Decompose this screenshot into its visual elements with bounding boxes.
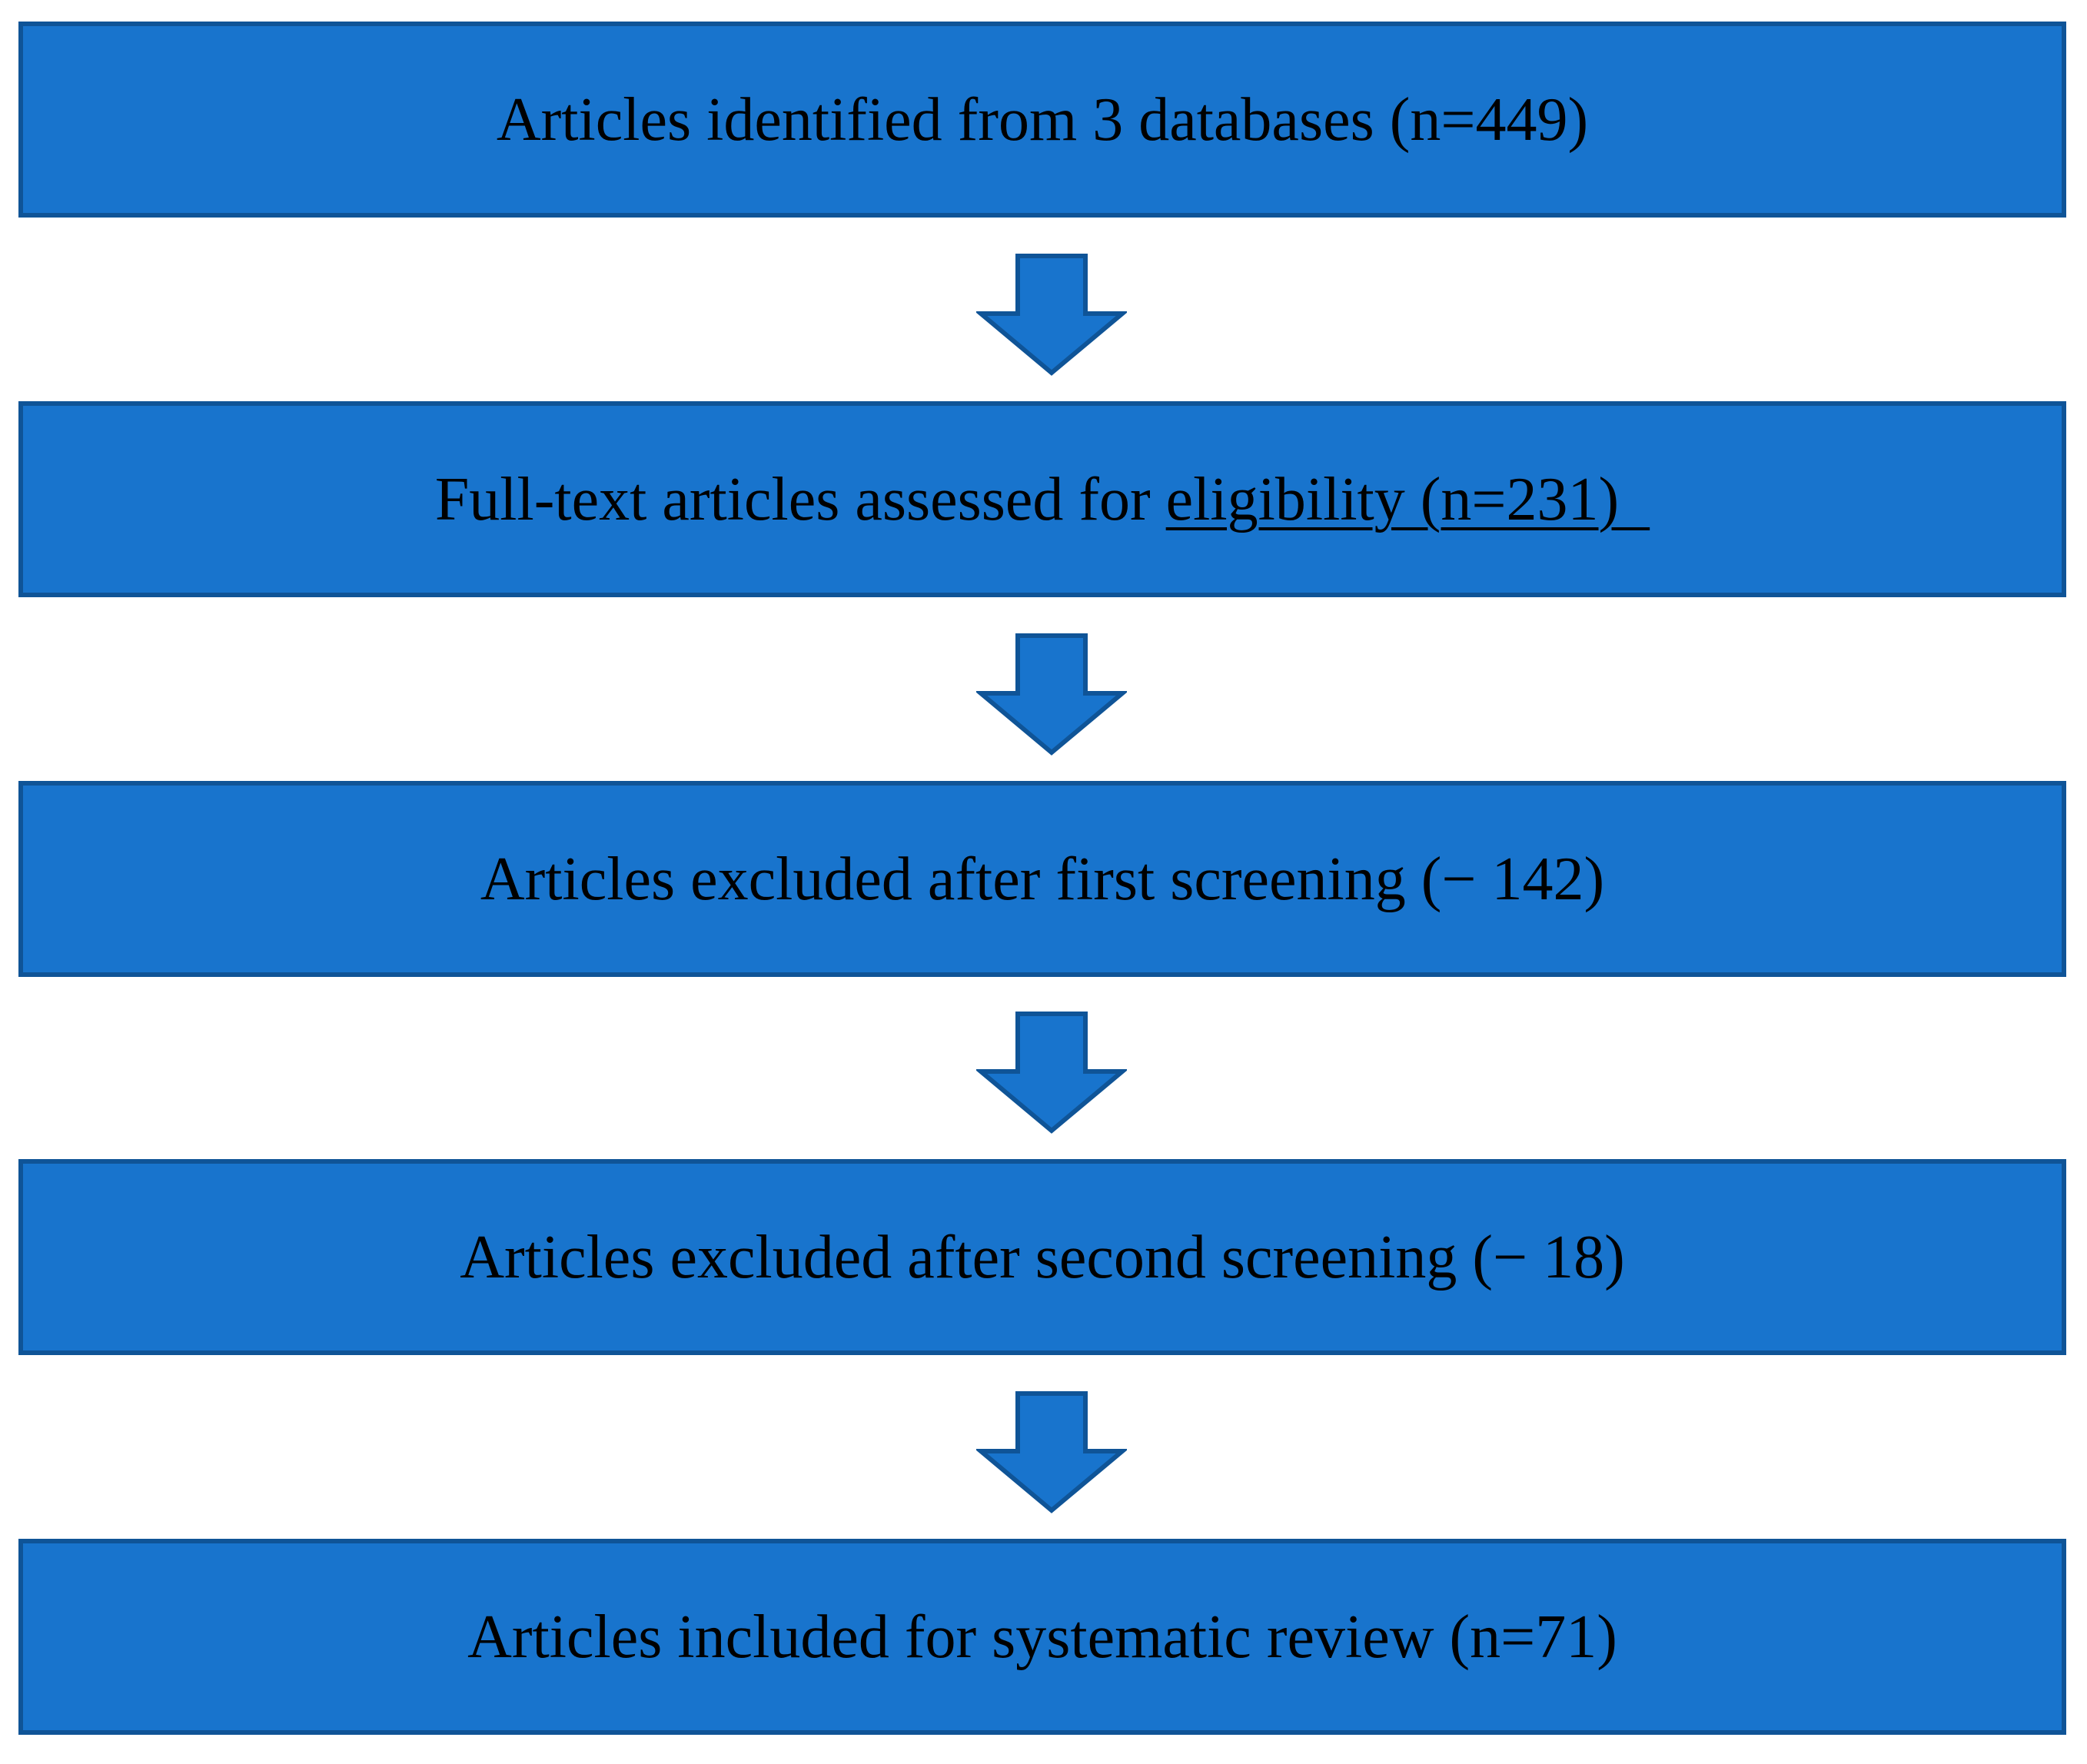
step-text-assessed-plain: Full-text articles assessed for — [434, 465, 1166, 533]
step-box-included: Articles included for systematic review … — [18, 1539, 2066, 1735]
step-text-assessed: Full-text articles assessed for eligibil… — [435, 469, 1650, 530]
down-arrow-shape — [976, 633, 1127, 756]
step-box-assessed: Full-text articles assessed for eligibil… — [18, 401, 2066, 597]
down-arrow-icon — [976, 1391, 1127, 1514]
down-arrow-icon — [976, 254, 1127, 377]
step-box-second-screening: Articles excluded after second screening… — [18, 1159, 2066, 1355]
down-arrow-icon — [976, 1012, 1127, 1134]
down-arrow-shape — [976, 254, 1127, 376]
down-arrow-shape — [976, 1012, 1127, 1134]
step-text-identified: Articles identified from 3 databases (n=… — [496, 85, 1589, 154]
step-text-included: Articles included for systematic review … — [467, 1603, 1617, 1671]
down-arrow-icon — [976, 633, 1127, 756]
step-text-first-screening: Articles excluded after first screening … — [480, 845, 1605, 913]
step-text-assessed-underlined: eligibility (n=231) — [1165, 465, 1650, 533]
down-arrow-shape — [976, 1391, 1127, 1513]
step-box-first-screening: Articles excluded after first screening … — [18, 781, 2066, 977]
step-text-second-screening: Articles excluded after second screening… — [460, 1223, 1625, 1291]
step-box-identified: Articles identified from 3 databases (n=… — [18, 22, 2066, 218]
